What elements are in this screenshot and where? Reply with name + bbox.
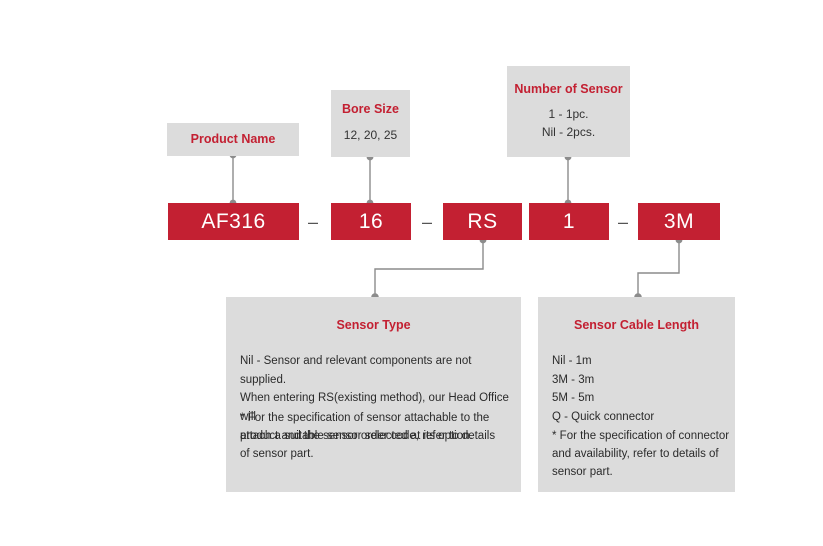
detail-panel-cable-length: Sensor Cable Length Nil - 1m 3M - 3m 5M … (538, 297, 735, 492)
code-segment-cable-length[interactable]: 3M (638, 203, 720, 240)
code-segment-product-name[interactable]: AF316 (168, 203, 299, 240)
code-segment-sensor-type[interactable]: RS (443, 203, 522, 240)
detail-panel-cable-length-list: Nil - 1m 3M - 3m 5M - 5m Q - Quick conne… (552, 355, 655, 423)
code-segment-sensor-type-value: RS (467, 210, 498, 233)
code-segment-number-of-sensor-value: 1 (562, 210, 576, 233)
code-separator-2: – (421, 212, 432, 232)
detail-panel-sensor-type: Sensor Type Nil - Sensor and relevant co… (226, 297, 521, 492)
detail-panel-cable-length-note: * For the specification of connector and… (552, 430, 730, 478)
callout-bore-size: Bore Size 12, 20, 25 (331, 90, 410, 157)
code-segment-bore-size[interactable]: 16 (331, 203, 411, 240)
callout-product-name-title: Product Name (190, 131, 276, 146)
code-segment-product-name-value: AF316 (201, 210, 266, 233)
detail-panel-sensor-type-body: Nil - Sensor and relevant components are… (240, 355, 509, 442)
detail-panel-sensor-type-title: Sensor Type (336, 318, 411, 332)
code-separator-1: – (307, 212, 318, 232)
code-separator-3: – (617, 212, 628, 232)
code-segment-cable-length-value: 3M (663, 210, 695, 233)
callout-bore-size-values: 12, 20, 25 (343, 128, 398, 143)
callout-product-name: Product Name (167, 123, 299, 156)
callout-number-of-sensor: Number of Sensor 1 - 1pc. Nil - 2pcs. (507, 66, 630, 157)
callout-number-of-sensor-title: Number of Sensor (514, 81, 623, 96)
callout-bore-size-title: Bore Size (342, 102, 399, 117)
code-segment-number-of-sensor[interactable]: 1 (529, 203, 609, 240)
code-segment-bore-size-value: 16 (358, 210, 384, 233)
detail-panel-sensor-type-note: * For the specification of sensor attach… (240, 412, 496, 460)
callout-number-of-sensor-values: 1 - 1pc. Nil - 2pcs. (541, 107, 596, 139)
detail-panel-cable-length-title: Sensor Cable Length (573, 318, 700, 332)
